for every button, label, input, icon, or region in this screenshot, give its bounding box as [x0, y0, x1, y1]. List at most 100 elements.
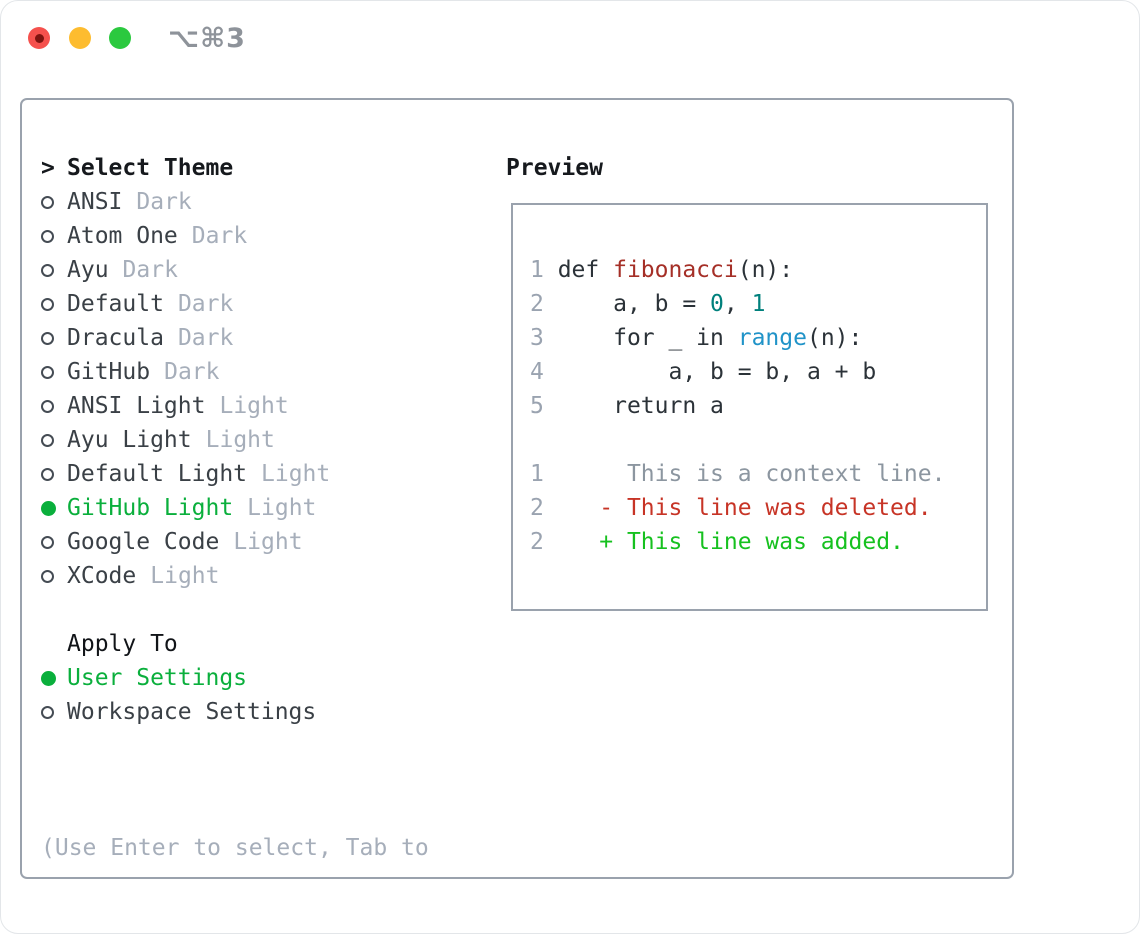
code-token: ,: [723, 291, 752, 317]
apply-option-user-settings[interactable]: User Settings: [41, 661, 429, 695]
radio-icon: [41, 535, 54, 549]
radio-selected-icon: [41, 670, 56, 686]
titlebar: ⌥⌘3: [1, 1, 1139, 75]
code-token: 2: [530, 291, 558, 317]
theme-variant: Light: [205, 427, 275, 453]
radio-icon: [41, 399, 54, 413]
theme-option-github-dark[interactable]: GitHub Dark: [41, 355, 429, 389]
code-line: 4 a, b = b, a + b: [530, 355, 986, 389]
theme-variant: Dark: [191, 223, 248, 249]
window-title: ⌥⌘3: [168, 23, 246, 54]
theme-label: ANSI: [67, 189, 123, 215]
maximize-button[interactable]: [109, 27, 131, 49]
code-token: This is a context line.: [557, 461, 946, 487]
minimize-button[interactable]: [69, 27, 91, 49]
close-button[interactable]: [28, 27, 50, 49]
theme-variant: Dark: [177, 291, 234, 317]
radio-icon: [41, 195, 54, 209]
select-theme-title: Select Theme: [67, 155, 234, 181]
code-token: fibonacci: [613, 257, 738, 283]
radio-icon: [41, 705, 54, 719]
code-line: 1 def fibonacci(n):: [530, 253, 986, 287]
radio-icon: [41, 331, 54, 345]
code-token: 1: [530, 257, 558, 283]
theme-label: ANSI Light: [67, 393, 206, 419]
code-token: 5: [530, 393, 558, 419]
code-token: a, b = b, a + b: [557, 359, 877, 385]
close-dot-icon: [34, 33, 44, 43]
theme-variant: Dark: [122, 257, 178, 283]
theme-label: GitHub: [67, 359, 151, 385]
theme-option-dracula-dark[interactable]: Dracula Dark: [41, 321, 429, 355]
radio-icon: [41, 297, 54, 311]
code-token: range: [737, 325, 807, 351]
theme-option-default-light[interactable]: Default Light Light: [41, 457, 429, 491]
theme-option-google-code[interactable]: Google Code Light: [41, 525, 429, 559]
code-token: 3: [530, 325, 558, 351]
theme-option-xcode[interactable]: XCode Light: [41, 559, 429, 593]
code-token: 4: [530, 359, 558, 385]
select-theme-header: > Select Theme: [41, 151, 429, 185]
code-token: a, b =: [557, 291, 711, 317]
theme-label: Atom One: [67, 223, 178, 249]
radio-icon: [41, 365, 54, 379]
code-line: 3 for _ in range(n):: [530, 321, 986, 355]
hint-line: (Use Enter to select, Tab to: [41, 835, 429, 861]
code-token: [530, 427, 544, 453]
theme-picker-panel: > Select Theme ANSI Dark Atom One Dark A…: [20, 98, 1014, 879]
theme-label: Ayu: [67, 257, 109, 283]
theme-variant: Light: [233, 529, 303, 555]
code-token: + This line was added.: [557, 529, 904, 555]
code-token: 2: [530, 529, 558, 555]
radio-icon: [41, 569, 54, 583]
theme-variant: Dark: [164, 359, 220, 385]
theme-variant: Dark: [136, 189, 192, 215]
theme-option-ansi-light[interactable]: ANSI Light Light: [41, 389, 429, 423]
code-token: (n):: [737, 257, 794, 283]
code-token: 1: [751, 291, 766, 317]
theme-variant: Light: [261, 461, 331, 487]
code-line: 2 a, b = 0, 1: [530, 287, 986, 321]
preview-title: Preview: [506, 155, 603, 181]
theme-option-ayu-light[interactable]: Ayu Light Light: [41, 423, 429, 457]
code-line: 1 This is a context line.: [530, 457, 986, 491]
theme-label: Ayu Light: [67, 427, 192, 453]
radio-selected-icon: [41, 500, 56, 516]
theme-option-ayu-dark[interactable]: Ayu Dark: [41, 253, 429, 287]
code-token: for _ in: [557, 325, 738, 351]
code-token: 2: [530, 495, 558, 521]
theme-option-github-light[interactable]: GitHub Light Light: [41, 491, 429, 525]
code-line: 2 - This line was deleted.: [530, 491, 986, 525]
code-line: [530, 423, 986, 457]
code-token: 1: [530, 461, 558, 487]
theme-label: GitHub Light: [67, 495, 234, 521]
theme-option-default-dark[interactable]: Default Dark: [41, 287, 429, 321]
apply-option-label: Workspace Settings: [67, 699, 317, 725]
theme-label: Dracula: [67, 325, 164, 351]
theme-variant: Dark: [177, 325, 234, 351]
theme-label: Google Code: [67, 529, 220, 555]
apply-option-workspace-settings[interactable]: Workspace Settings: [41, 695, 429, 729]
radio-icon: [41, 467, 54, 481]
keyboard-hint: (Use Enter to select, Tab to change focu…: [41, 763, 429, 933]
radio-icon: [41, 229, 54, 243]
code-token: (n):: [806, 325, 863, 351]
theme-variant: Light: [247, 495, 317, 521]
theme-label: Default Light: [67, 461, 248, 487]
theme-option-ansi-dark[interactable]: ANSI Dark: [41, 185, 429, 219]
code-line: 5 return a: [530, 389, 986, 423]
theme-variant: Light: [219, 393, 289, 419]
theme-label: XCode: [67, 563, 137, 589]
theme-variant: Light: [150, 563, 220, 589]
theme-list: > Select Theme ANSI Dark Atom One Dark A…: [41, 151, 429, 933]
code-token: return a: [557, 393, 724, 419]
apply-to-title: Apply To: [67, 631, 178, 657]
apply-to-header: Apply To: [41, 627, 429, 661]
code-token: def: [557, 257, 614, 283]
preview-box: 1 def fibonacci(n): 2 a, b = 0, 1 3 for …: [511, 203, 988, 611]
theme-label: Default: [67, 291, 164, 317]
theme-option-atom-one-dark[interactable]: Atom One Dark: [41, 219, 429, 253]
code-line: 2 + This line was added.: [530, 525, 986, 559]
code-token: 0: [710, 291, 724, 317]
code-token: - This line was deleted.: [557, 495, 932, 521]
